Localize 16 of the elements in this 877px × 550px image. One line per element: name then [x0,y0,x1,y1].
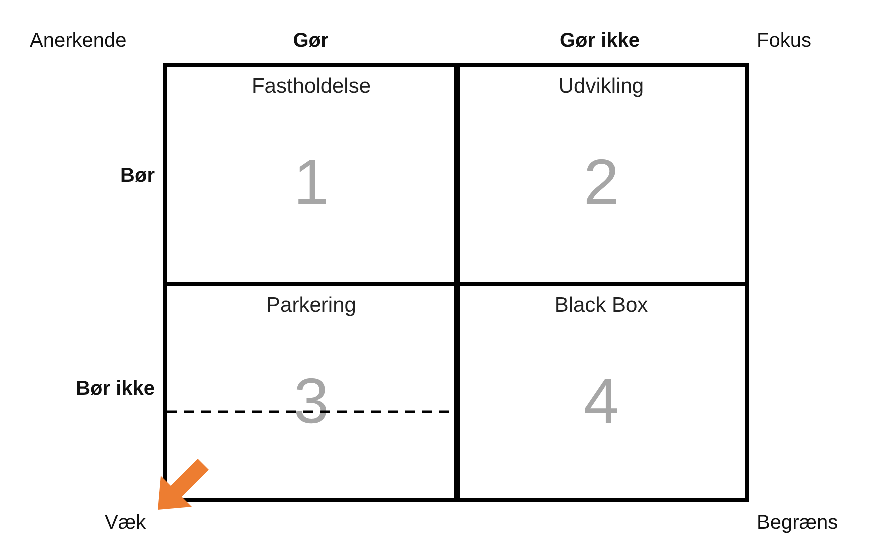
row-header: Bør ikke [76,378,155,401]
quadrant-title: Black Box [554,294,648,318]
column-header: Gør ikke [560,30,640,53]
axis-label: Fokus [757,30,812,53]
quadrant-number: 2 [584,145,620,219]
quadrant-number: 4 [584,364,620,438]
quadrant-title: Udvikling [558,75,644,99]
row-header: Bør [120,165,155,188]
quadrant-title: Fastholdelse [252,75,372,99]
quadrant-number: 1 [294,145,330,219]
quadrant-number: 3 [294,364,330,438]
quadrant-title: Parkering [266,294,356,318]
column-header: Gør [293,30,329,53]
axis-label: Væk [105,512,146,535]
axis-label: Anerkende [30,30,127,53]
axis-label: Begræns [757,512,838,535]
